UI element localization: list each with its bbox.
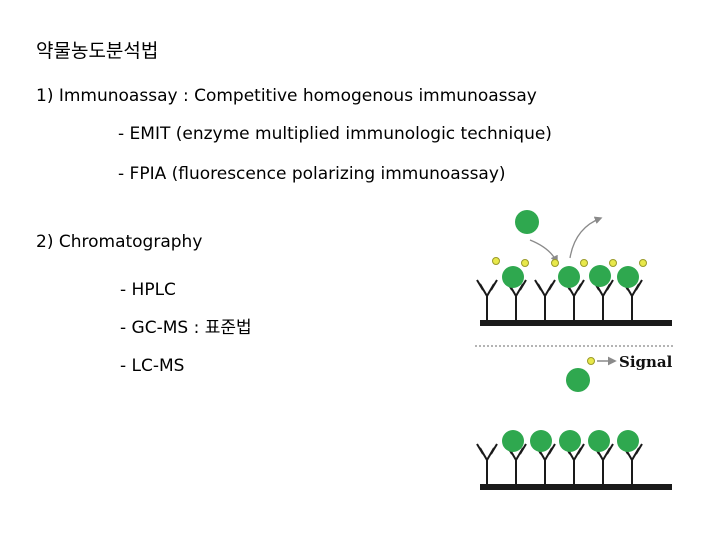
bound-antigen (502, 266, 524, 288)
top-surface-bar (480, 320, 672, 326)
immunoassay-diagram: Signal (475, 210, 675, 490)
bottom-surface-bar (480, 484, 672, 490)
item-immunoassay: 1) Immunoassay : Competitive homogenous … (36, 86, 537, 106)
bottom-antibodies (476, 443, 643, 484)
bound-antigen (588, 430, 610, 452)
item-lc-ms: - LC-MS (120, 356, 185, 376)
bound-antigen (617, 430, 639, 452)
bound-antigen (502, 430, 524, 452)
tracer (609, 259, 617, 267)
release-arrow (569, 216, 603, 259)
signal-label: Signal (619, 353, 673, 371)
tracer (639, 259, 647, 267)
item-hplc: - HPLC (120, 280, 176, 300)
free-antigen-top (515, 210, 539, 234)
item-gc-ms: - GC-MS : 표준법 (120, 318, 252, 338)
tracer (521, 259, 529, 267)
free-antigen-bottom (566, 368, 590, 392)
tracer (492, 257, 500, 265)
page-title: 약물농도분석법 (36, 40, 159, 62)
item-fpia: - FPIA (fluorescence polarizing immunoas… (118, 164, 506, 184)
tracer (580, 259, 588, 267)
item-emit: - EMIT (enzyme multiplied immunologic te… (118, 124, 552, 144)
bound-antigen (530, 430, 552, 452)
top-antibodies (476, 279, 643, 320)
bound-antigen (559, 430, 581, 452)
tracer (551, 259, 559, 267)
signal-tracer (587, 357, 595, 365)
bound-antigen (589, 265, 611, 287)
bound-antigen (617, 266, 639, 288)
binding-arrow (529, 239, 558, 264)
bound-antigen (558, 266, 580, 288)
item-chromatography: 2) Chromatography (36, 232, 203, 252)
